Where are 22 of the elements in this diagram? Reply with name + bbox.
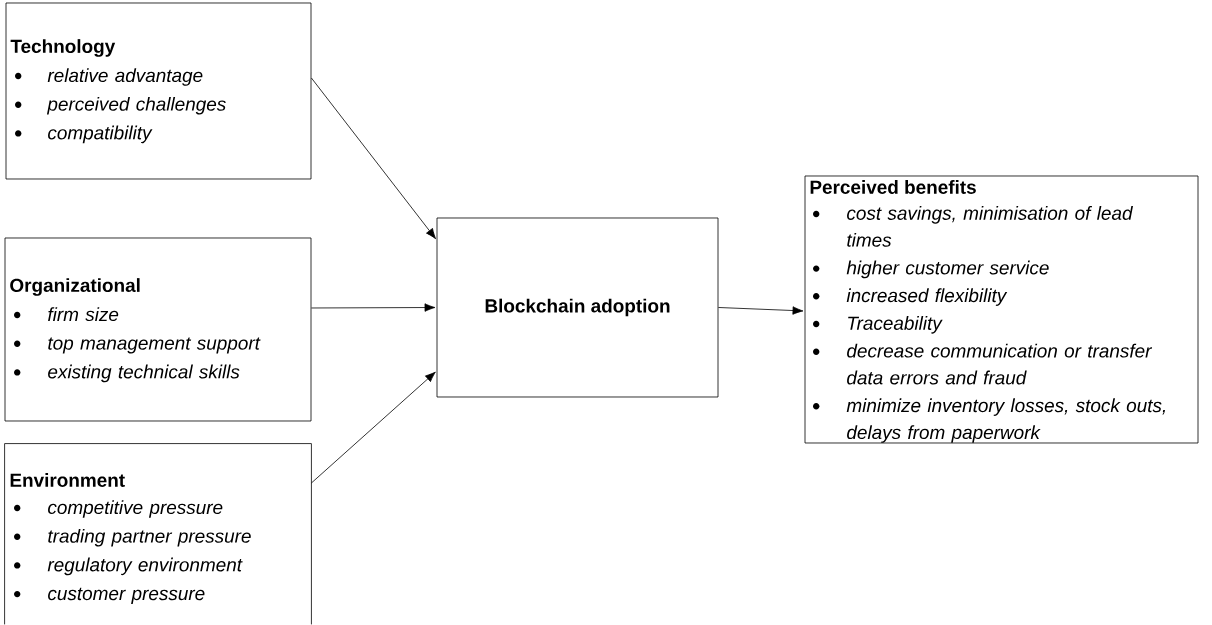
list-item: top management support: [48, 337, 261, 354]
list-item: trading partner pressure: [48, 528, 251, 547]
list-item: compatibility: [48, 125, 153, 144]
list-item: increased flexibility: [846, 288, 1008, 306]
list-item: perceived challenges: [46, 96, 226, 115]
heading: Environment: [10, 473, 125, 487]
arrow: [311, 77, 436, 240]
arrow: [311, 371, 436, 484]
list-item: customer pressure: [48, 587, 205, 604]
list-item: existing technical skills: [48, 364, 240, 383]
heading: Technology: [10, 39, 116, 57]
list-item: relative advantage: [47, 68, 203, 86]
heading: Perceived benefits: [810, 180, 976, 194]
heading: Organizational: [10, 278, 140, 296]
list-item: regulatory environment: [47, 557, 243, 576]
list-item: competitive pressure: [48, 500, 223, 518]
list-item: firm size: [48, 307, 119, 322]
list-item: minimize inventory losses, stock outs, delays from paperwork: [846, 398, 1165, 443]
arrow: [311, 303, 436, 312]
list-item: Traceability: [848, 316, 943, 334]
list-item: higher customer service: [846, 260, 1049, 279]
arrow: [718, 306, 804, 315]
